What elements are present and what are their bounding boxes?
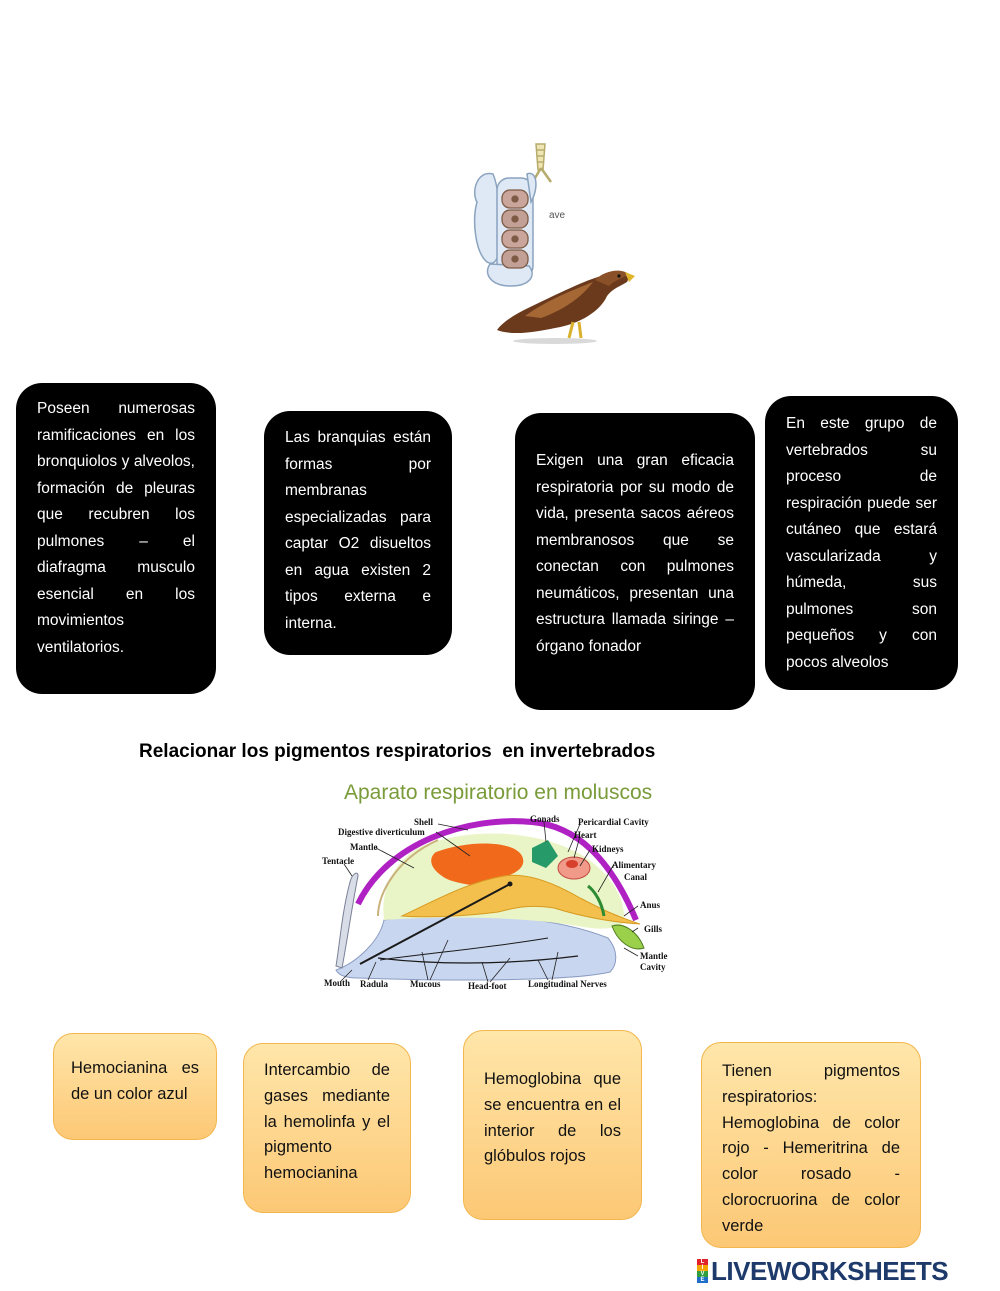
brand-name: LIVEWORKSHEETS [711, 1256, 949, 1286]
label-mantle: Mantle [350, 842, 378, 852]
bird-caption: ave [549, 210, 566, 221]
vertebrate-box-text: Exigen una gran eficacia respiratoria po… [536, 452, 734, 655]
logo-letter-l: L [697, 1259, 708, 1265]
logo-letter-grid: L I V E [697, 1259, 708, 1283]
liveworksheets-logo: L I V E LIVEWORKSHEETS [697, 1256, 995, 1286]
air-sacs [473, 172, 537, 287]
label-kidneys: Kidneys [592, 844, 624, 854]
label-shell: Shell [414, 817, 434, 827]
shell-shape [355, 818, 639, 922]
label-radula: Radula [360, 979, 389, 989]
label-alimentary: Alimentary [612, 860, 656, 870]
label-mantle-cavity: Mantle [640, 951, 668, 961]
label-gonads: Gonads [530, 814, 560, 824]
section-heading: Relacionar los pigmentos respiratorios e… [139, 741, 656, 762]
alimentary-canal-shape [400, 874, 641, 925]
vertebrate-box-amphibians: En este grupo de vertebrados su proceso … [765, 396, 958, 690]
pigment-box-text: Tienen pigmentos respiratorios: Hemoglob… [722, 1062, 900, 1235]
pigment-box-hemoglobina[interactable]: Hemoglobina que se encuentra en el inter… [463, 1030, 642, 1220]
eagle-icon [497, 270, 635, 344]
vertebrate-box-text: En este grupo de vertebrados su proceso … [786, 415, 937, 671]
vertebrate-box-birds: Exigen una gran eficacia respiratoria po… [515, 413, 755, 710]
gills-shape [611, 924, 645, 950]
logo-letter-v: V [697, 1271, 708, 1277]
vertebrate-box-text: Poseen numerosas ramificaciones en los b… [37, 400, 195, 656]
vertebrate-box-text: Las branquias están formas por membranas… [285, 429, 431, 632]
pigment-box-text: Hemocianina es de un color azul [71, 1059, 199, 1103]
label-anus: Anus [640, 900, 661, 910]
vertebrate-box-fish: Las branquias están formas por membranas… [264, 411, 452, 655]
logo-letter-i: I [697, 1265, 708, 1271]
label-longitudinal-nerves: Longitudinal Nerves [528, 979, 607, 989]
lungs [501, 189, 529, 269]
pigment-box-hemocianina[interactable]: Hemocianina es de un color azul [53, 1033, 217, 1140]
label-tentacle: Tentacle [322, 856, 354, 866]
label-gills: Gills [644, 924, 663, 934]
tentacle-shape [335, 872, 359, 969]
mollusc-figure-title: Aparato respiratorio en moluscos [344, 781, 653, 804]
label-pericardial-cavity: Pericardial Cavity [578, 817, 649, 827]
label-mouth: Mouth [324, 978, 350, 988]
pigment-box-text: Hemoglobina que se encuentra en el inter… [484, 1070, 621, 1166]
pigment-box-tienen[interactable]: Tienen pigmentos respiratorios: Hemoglob… [701, 1042, 921, 1248]
label-canal: Canal [624, 872, 648, 882]
label-digestive-diverticulum: Digestive diverticulum [338, 827, 425, 837]
bird-respiratory-illustration: ave [473, 143, 635, 344]
mollusc-diagram: Shell Digestive diverticulum Mantle Tent… [318, 812, 678, 994]
mollusc-anatomy-illustration: Shell Digestive diverticulum Mantle Tent… [322, 814, 668, 991]
logo-letter-e: E [697, 1277, 708, 1283]
pigment-box-intercambio[interactable]: Intercambio de gases mediante la hemolin… [243, 1043, 411, 1213]
bird-figure: ave [455, 140, 645, 345]
vertebrate-box-mammals: Poseen numerosas ramificaciones en los b… [16, 383, 216, 694]
label-heart: Heart [574, 830, 597, 840]
label-cavity: Cavity [640, 962, 666, 972]
gonads-shape [532, 840, 558, 868]
pigment-box-text: Intercambio de gases mediante la hemolin… [264, 1061, 390, 1183]
label-head-foot: Head-foot [468, 981, 507, 991]
label-mucous: Mucous [410, 979, 441, 989]
